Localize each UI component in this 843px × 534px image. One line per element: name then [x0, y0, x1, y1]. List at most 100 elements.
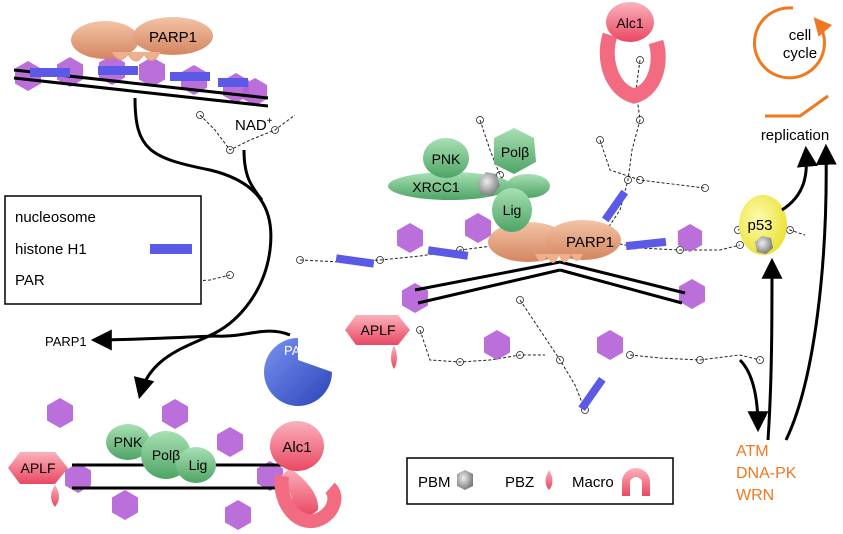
svg-text:NAD+: NAD+	[235, 116, 273, 134]
alc1-top: Alc1	[599, 2, 666, 104]
kinase-dnapk: DNA-PK	[736, 465, 797, 482]
kinase-atm: ATM	[736, 443, 769, 460]
pbm-swatch	[457, 470, 473, 490]
par-ribose	[756, 356, 764, 364]
chromatin-center	[414, 260, 686, 305]
xrcc1-label: XRCC1	[412, 179, 460, 195]
xrcc1-complex: PNK Polβ XRCC1 Lig	[388, 128, 550, 232]
cell-cycle-label-2: cycle	[783, 45, 817, 62]
par-ribose	[296, 256, 304, 264]
aplf-center-label: APLF	[360, 322, 395, 338]
nucleosome-hexagon	[47, 398, 73, 428]
lig-top-label: Lig	[503, 202, 522, 218]
par-ribose	[701, 184, 709, 192]
replication-label: replication	[761, 127, 829, 144]
par-chain	[419, 329, 545, 363]
par-ribose	[696, 356, 704, 364]
nucleosome-hexagon	[679, 279, 705, 309]
alc1-bottom: Alc1	[270, 421, 342, 529]
parp1-label: PARP1	[149, 29, 197, 46]
repair-complex-bottom: PNK Polβ Lig	[106, 424, 216, 483]
par-ribose	[636, 56, 644, 64]
pbz-swatch	[545, 470, 553, 490]
par-ribose	[516, 296, 524, 304]
par-ribose	[736, 241, 744, 249]
p53-label: p53	[747, 217, 772, 234]
histone-center	[335, 189, 667, 412]
nucleosome-hexagon	[597, 330, 623, 360]
parp1-released-label: PARP1	[45, 334, 87, 349]
par-ribose	[636, 116, 644, 124]
par-ribose	[626, 351, 634, 359]
legend-left: nucleosome histone H1 PAR	[4, 195, 202, 305]
right-pathway-arrows	[738, 143, 837, 441]
nucleosome-hexagon	[242, 78, 268, 106]
alc1-top-label: Alc1	[616, 15, 643, 31]
aplf-label: APLF	[20, 460, 55, 476]
par-chain	[299, 244, 501, 263]
nad-molecule: NAD+	[235, 116, 273, 134]
parp1-top: PARP1	[71, 17, 213, 62]
nucleosome-hexagon	[217, 427, 243, 457]
lig-label: Lig	[189, 457, 208, 473]
legend-histone-swatch	[150, 244, 192, 254]
nucleosome-hexagon	[139, 57, 165, 87]
legend-pbm-label: PBM	[418, 474, 451, 491]
legend-par-label: PAR	[15, 272, 45, 289]
nucleosome-hexagon	[112, 490, 138, 520]
nucleosome-hexagon	[484, 330, 510, 360]
par-ribose	[556, 356, 564, 364]
histone-h1-bar	[98, 66, 138, 75]
polb-label: Polβ	[152, 447, 180, 463]
legend-nucleosome-label: nucleosome	[15, 209, 96, 226]
aplf-center: APLF	[345, 315, 410, 369]
par-ribose	[676, 246, 684, 254]
nucleosome-hexagon	[65, 463, 91, 493]
nucleosome-hexagon	[402, 283, 428, 313]
macro-swatch	[622, 468, 650, 496]
p53: p53	[739, 195, 787, 255]
parg-label: PARG	[284, 343, 320, 358]
histone-h1-bar	[170, 72, 210, 81]
histone-h1-bar	[218, 78, 248, 87]
nucleosome-hexagon	[465, 213, 491, 243]
par-ribose	[271, 126, 279, 134]
parp1-center: PARP1	[488, 220, 621, 263]
par-ribose	[596, 136, 604, 144]
parg-enzyme: PARG	[264, 338, 332, 406]
par-ribose	[226, 271, 234, 279]
histone-h1-bar	[30, 68, 70, 77]
nucleosome-hexagon	[162, 399, 188, 429]
left-pathway-arrows	[90, 97, 291, 400]
legend-bottom: PBM PBZ Macro	[406, 457, 674, 505]
par-chain	[199, 114, 296, 151]
legend-pbz-label: PBZ	[505, 474, 534, 491]
par-ribose	[636, 176, 644, 184]
par-chain	[519, 299, 586, 411]
aplf-bottom: APLF	[8, 452, 68, 507]
chromatin-top-left	[13, 66, 269, 108]
kinases: ATM DNA-PK WRN	[736, 443, 797, 504]
nucleosome-hexagon	[677, 224, 703, 252]
parp1-center-label: PARP1	[566, 234, 614, 251]
par-chain	[629, 354, 761, 361]
par-ribose	[196, 111, 204, 119]
legend-macro-label: Macro	[572, 474, 614, 491]
par-ribose	[226, 146, 234, 154]
pnk-label: PNK	[114, 434, 143, 450]
par-ribose	[516, 351, 524, 359]
cell-cycle: cell cycle	[752, 6, 833, 118]
par-ribose	[416, 326, 424, 334]
kinase-wrn: WRN	[736, 487, 774, 504]
par-ribose	[456, 358, 464, 366]
par-chain	[599, 139, 706, 189]
legend-histone-label: histone H1	[15, 241, 87, 258]
par-ribose	[376, 256, 384, 264]
cell-cycle-label-1: cell	[789, 27, 812, 44]
polb-top-label: Polβ	[501, 144, 529, 160]
nucleosome-hexagon	[225, 500, 251, 530]
alc1-label: Alc1	[282, 439, 311, 456]
nucleosome-hexagon	[397, 223, 423, 253]
par-chain	[599, 239, 741, 251]
